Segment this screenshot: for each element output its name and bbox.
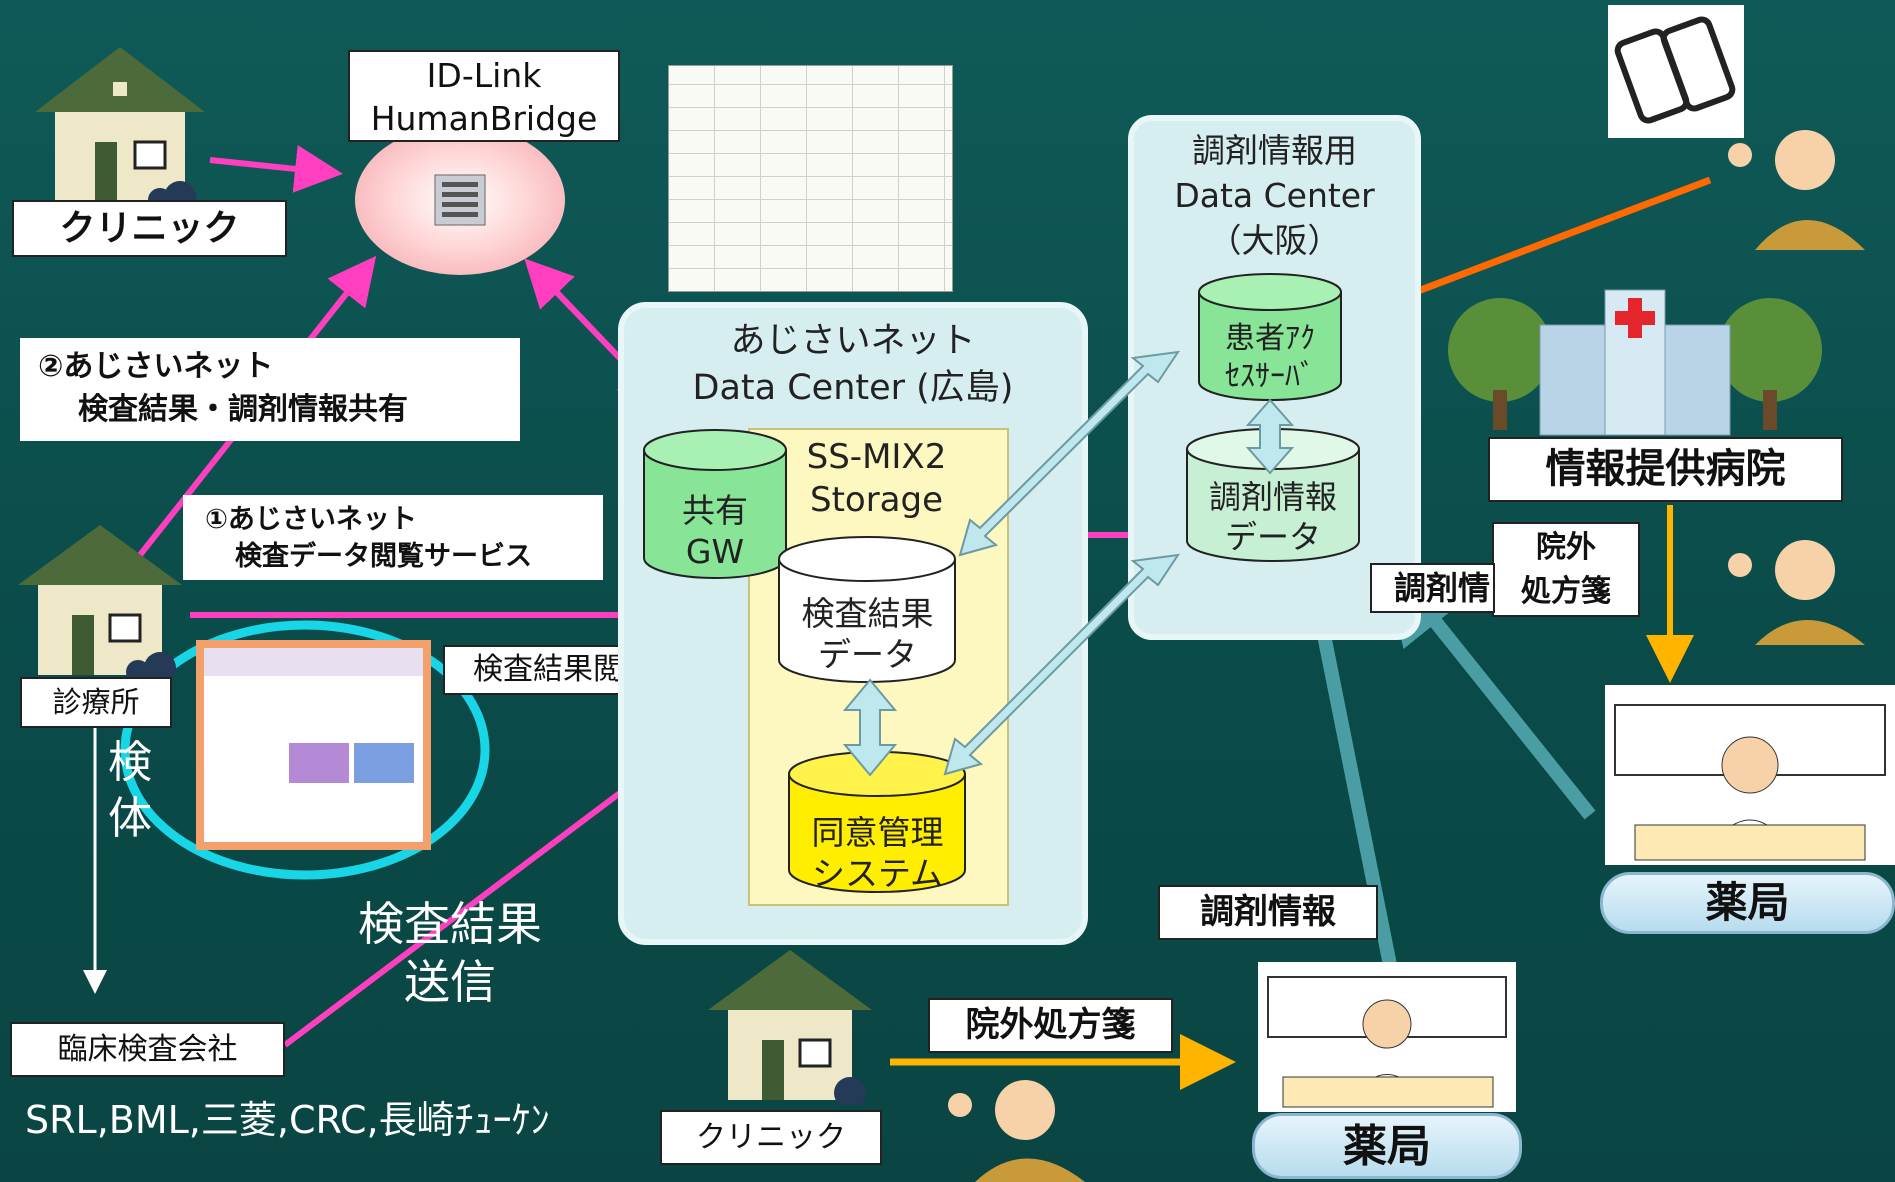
idlink-label: ID-Link HumanBridge	[348, 50, 620, 142]
dispense-partial-label: 調剤情	[1370, 563, 1495, 613]
patient-access-line1: 患者ｱｸ	[1225, 321, 1315, 356]
dispense-data-label: 調剤情報 データ	[1183, 477, 1363, 557]
pharmacist-image-right	[1605, 685, 1895, 865]
portal-screenshot	[196, 640, 431, 850]
hospital-label: 情報提供病院	[1488, 437, 1843, 502]
outside-rx-right-line1: 院外	[1536, 530, 1596, 565]
calendar-screenshot	[668, 65, 953, 292]
consent-cylinder	[788, 751, 966, 893]
dc-osaka-line3: （大阪）	[1208, 221, 1341, 260]
ssmix-label: SS-MIX2 Storage	[748, 436, 1005, 522]
pharmacist-icon	[1267, 976, 1507, 1108]
shared-label-2-line1: ②あじさいネット	[38, 349, 274, 384]
patient-access-label: 患者ｱｸ ｾｽｻｰﾊﾞ	[1195, 320, 1345, 396]
dispense-data-line1: 調剤情報	[1208, 478, 1337, 516]
pharmacist-image-bottom	[1258, 962, 1516, 1112]
arrow-access-dispense	[1245, 398, 1295, 475]
arrow-dispense-consent	[943, 553, 1181, 776]
lab-company-label: 臨床検査会社	[10, 1022, 285, 1077]
dc-osaka-line1: 調剤情報用	[1192, 131, 1357, 170]
consent-line1: 同意管理	[811, 813, 944, 852]
lab-data-cylinder	[778, 536, 956, 683]
outside-rx-right-label: 院外 処方箋	[1492, 522, 1640, 617]
lab-data-label: 検査結果 データ	[775, 593, 960, 675]
clinic-house-icon-bottom	[708, 950, 872, 1105]
shared-gw-cylinder	[643, 429, 787, 579]
lab-names-text: SRL,BML,三菱,CRC,長崎ﾁｭｰｹﾝ	[25, 1098, 550, 1142]
clinic-bottom-label: クリニック	[660, 1110, 882, 1165]
patient-icon-bottom	[948, 1080, 1085, 1182]
ssmix-line1: SS-MIX2	[806, 437, 947, 477]
result-send-label: 検査結果 送信	[330, 895, 570, 1011]
arrow-labdata-consent	[842, 678, 898, 777]
arrow-clinic-to-idlink	[209, 145, 343, 193]
dc-hiroshima-line1: あじさいネット	[730, 321, 976, 361]
hospital-icon	[1448, 289, 1822, 436]
pharmacy-right-label: 薬局	[1600, 872, 1895, 934]
dc-osaka-line2: Data Center	[1174, 176, 1375, 215]
dispense-info-label: 調剤情報	[1158, 885, 1378, 940]
clinic-house-icon-left	[18, 525, 182, 680]
dc-hiroshima-line2: Data Center (広島)	[692, 368, 1014, 408]
clinic-top-label: クリニック	[12, 200, 287, 257]
dc-hiroshima-title: あじさいネット Data Center (広島)	[618, 318, 1088, 412]
shared-label-2: ②あじさいネット 検査結果・調剤情報共有	[20, 338, 520, 441]
smartphone-icon	[1614, 16, 1736, 124]
ssmix-line2: Storage	[809, 480, 944, 520]
pharmacist-icon	[1614, 704, 1886, 861]
shared-gw-line1: 共有	[682, 491, 748, 530]
outside-rx-bottom-label: 院外処方箋	[928, 998, 1173, 1053]
highlight-circle	[120, 620, 490, 880]
lab-data-line2: データ	[818, 635, 917, 674]
consent-label: 同意管理 システム	[785, 812, 970, 894]
arrow-pharmacy-right-to-dispense	[1383, 557, 1596, 820]
outside-rx-right-line2: 処方箋	[1521, 574, 1611, 609]
arrow-access-labdata	[958, 350, 1181, 557]
server-building-icon	[434, 174, 486, 226]
shared-gw-label: 共有 GW	[640, 490, 790, 572]
dc-osaka-title: 調剤情報用 Data Center （大阪）	[1128, 128, 1421, 263]
dispense-data-line2: データ	[1224, 518, 1321, 556]
consent-line2: システム	[811, 854, 943, 893]
pharmacy-bottom-label: 薬局	[1252, 1113, 1522, 1179]
patient-icon-top	[1728, 130, 1865, 250]
clinic-left-label: 診療所	[20, 677, 172, 728]
shared-label-2-line2: 検査結果・調剤情報共有	[78, 392, 408, 427]
service-label-1-line1: ①あじさいネット	[205, 504, 417, 535]
specimen-label: 検 体	[108, 737, 152, 844]
patient-access-line2: ｾｽｻｰﾊﾞ	[1225, 359, 1315, 394]
lab-data-line1: 検査結果	[801, 594, 934, 633]
result-send-line2: 送信	[404, 955, 496, 1009]
shared-gw-line2: GW	[685, 532, 745, 571]
service-label-1-line2: 検査データ閲覧サービス	[235, 541, 532, 572]
result-send-line1: 検査結果	[358, 897, 542, 951]
service-label-1: ①あじさいネット 検査データ閲覧サービス	[183, 495, 603, 580]
smartphone-image	[1608, 5, 1744, 138]
patient-access-cylinder	[1198, 273, 1342, 401]
patient-icon-right	[1728, 540, 1865, 645]
